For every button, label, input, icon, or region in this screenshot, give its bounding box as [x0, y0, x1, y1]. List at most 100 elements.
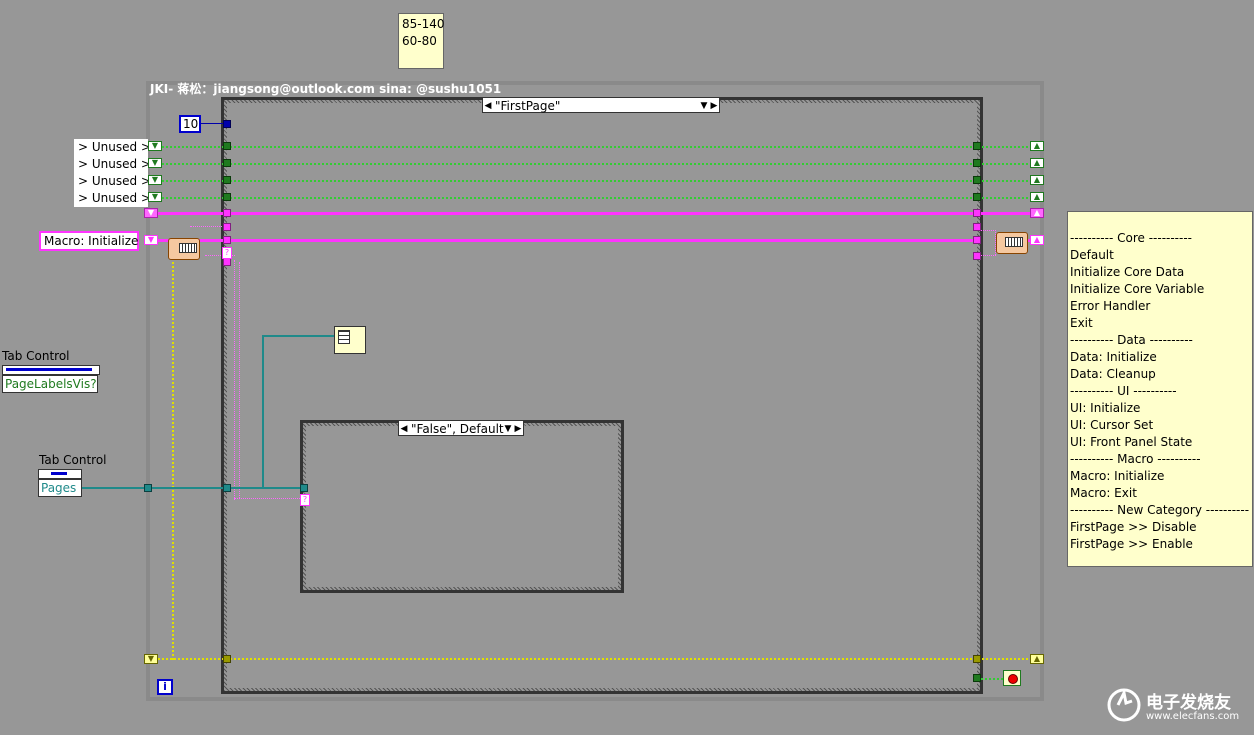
- pink-dotted-wire-e[interactable]: [234, 498, 304, 499]
- unused-label-1: > Unused >: [74, 139, 151, 156]
- iteration-terminal-icon[interactable]: i: [157, 679, 173, 695]
- inner-increment-arrow-icon[interactable]: ▶: [514, 424, 522, 434]
- dropdown-arrow-icon[interactable]: ▼: [700, 101, 708, 111]
- tunnel-left-error[interactable]: [223, 209, 231, 217]
- teal-wire-pages[interactable]: [82, 487, 304, 489]
- outer-case-structure[interactable]: [221, 97, 983, 694]
- tunnel-left-yellow[interactable]: [223, 655, 231, 663]
- comment-line-2: 60-80: [402, 34, 437, 48]
- tunnel-left-macro[interactable]: [223, 236, 231, 244]
- state-list-item: Exit: [1070, 316, 1093, 330]
- comment-line-1: 85-140: [402, 17, 445, 31]
- tunnel-right-stop[interactable]: [973, 674, 981, 682]
- state-list-item: FirstPage >> Enable: [1070, 537, 1193, 551]
- state-list-item: ---------- New Category ----------: [1070, 503, 1250, 517]
- tunnel-right-green-4[interactable]: [973, 193, 981, 201]
- shift-register-left-4[interactable]: ▼: [148, 192, 162, 202]
- case-selector-terminal[interactable]: ?: [222, 247, 232, 259]
- shift-register-right-macro[interactable]: ▲: [1030, 235, 1044, 245]
- yellow-wire-vertical[interactable]: [172, 250, 174, 660]
- inner-case-selector-label: "False", Default: [411, 422, 504, 436]
- tunnel-right-pink-a[interactable]: [973, 223, 981, 231]
- state-list-item: Error Handler: [1070, 299, 1151, 313]
- green-wire-stop[interactable]: [981, 678, 1003, 680]
- pink-dotted-wire-d[interactable]: [239, 262, 240, 498]
- state-list-item: UI: Cursor Set: [1070, 418, 1154, 432]
- tunnel-left-green-3[interactable]: [223, 176, 231, 184]
- tunnel-left-pages[interactable]: [223, 484, 231, 492]
- tunnel-left-green-2[interactable]: [223, 159, 231, 167]
- parse-state-queue-subvi-icon[interactable]: [996, 232, 1028, 254]
- inner-case-error-terminal[interactable]: ?: [300, 494, 310, 506]
- increment-arrow-icon[interactable]: ▶: [710, 101, 718, 111]
- pink-dotted-wire-c[interactable]: [234, 260, 235, 500]
- blue-wire-constant[interactable]: [200, 123, 224, 124]
- state-list-item: ---------- Macro ----------: [1070, 452, 1201, 466]
- pink-dotted-wire-b[interactable]: [205, 255, 235, 256]
- outer-case-selector-label: "FirstPage": [495, 99, 561, 113]
- shift-register-right-yellow[interactable]: ▲: [1030, 654, 1044, 664]
- array-subvi-icon[interactable]: [334, 326, 366, 354]
- outer-case-selector[interactable]: ◀ "FirstPage" ▼ ▶: [482, 97, 720, 113]
- pink-dotted-wire-h[interactable]: [995, 230, 996, 255]
- elecfans-logo-icon: [1104, 683, 1144, 723]
- yellow-wire-bottom[interactable]: [158, 658, 1032, 660]
- add-state-to-queue-subvi-icon[interactable]: [168, 238, 200, 260]
- tunnel-left-green-4[interactable]: [223, 193, 231, 201]
- tunnel-right-error[interactable]: [973, 209, 981, 217]
- numeric-constant-10[interactable]: 10: [179, 115, 201, 133]
- shift-register-right-1[interactable]: ▲: [1030, 141, 1044, 151]
- decrement-arrow-icon[interactable]: ◀: [484, 101, 492, 111]
- pink-dotted-wire-f[interactable]: [980, 230, 996, 231]
- shift-register-left-error[interactable]: ▼: [144, 208, 158, 218]
- tunnel-left-green-1[interactable]: [223, 142, 231, 150]
- tunnel-left-constant[interactable]: [223, 120, 231, 128]
- tunnel-loop-pages[interactable]: [144, 484, 152, 492]
- while-loop[interactable]: [146, 81, 1044, 701]
- tab-control-caption-2: Tab Control: [39, 453, 107, 467]
- shift-register-left-yellow[interactable]: ▼: [144, 654, 158, 664]
- inner-dropdown-arrow-icon[interactable]: ▼: [504, 424, 512, 434]
- macro-initialize-constant[interactable]: Macro: Initialize: [39, 231, 139, 251]
- pages-property[interactable]: Pages: [38, 479, 82, 497]
- shift-register-left-3[interactable]: ▼: [148, 175, 162, 185]
- tunnel-right-pink-b[interactable]: [973, 252, 981, 260]
- tunnel-left-pink-b[interactable]: [223, 258, 231, 266]
- inner-case-selector[interactable]: ◀ "False", Default ▼ ▶: [398, 420, 524, 436]
- inner-decrement-arrow-icon[interactable]: ◀: [400, 424, 408, 434]
- green-wire-2[interactable]: [158, 163, 1032, 165]
- pink-wire-macro-out[interactable]: [1024, 239, 1032, 242]
- shift-register-right-2[interactable]: ▲: [1030, 158, 1044, 168]
- pink-dotted-wire-g[interactable]: [980, 255, 996, 256]
- tunnel-right-macro[interactable]: [973, 236, 981, 244]
- shift-register-right-3[interactable]: ▲: [1030, 175, 1044, 185]
- shift-register-left-2[interactable]: ▼: [148, 158, 162, 168]
- state-list-item: UI: Front Panel State: [1070, 435, 1193, 449]
- green-wire-1[interactable]: [158, 146, 1032, 148]
- pink-wire-macro[interactable]: [198, 239, 973, 242]
- teal-wire-to-array[interactable]: [262, 335, 334, 337]
- green-wire-4[interactable]: [158, 197, 1032, 199]
- state-list-item: UI: Initialize: [1070, 401, 1141, 415]
- shift-register-left-1[interactable]: ▼: [148, 141, 162, 151]
- tunnel-right-green-2[interactable]: [973, 159, 981, 167]
- tab-control-caption-1: Tab Control: [2, 349, 70, 363]
- inner-case-structure[interactable]: [300, 420, 624, 593]
- pink-dotted-wire-a[interactable]: [190, 226, 230, 227]
- green-wire-3[interactable]: [158, 180, 1032, 182]
- teal-wire-vertical[interactable]: [262, 335, 264, 488]
- shift-register-left-macro[interactable]: ▼: [144, 235, 158, 245]
- tunnel-right-green-3[interactable]: [973, 176, 981, 184]
- tunnel-right-yellow[interactable]: [973, 655, 981, 663]
- tunnel-left-pink-a[interactable]: [223, 223, 231, 231]
- page-labels-vis-property[interactable]: PageLabelsVis?: [2, 375, 98, 393]
- stop-condition-icon[interactable]: [1003, 670, 1021, 686]
- state-list-item: Initialize Core Variable: [1070, 282, 1205, 296]
- shift-register-right-4[interactable]: ▲: [1030, 192, 1044, 202]
- pink-wire-error[interactable]: [158, 212, 1032, 215]
- tunnel-right-green-1[interactable]: [973, 142, 981, 150]
- state-list-item: FirstPage >> Disable: [1070, 520, 1197, 534]
- shift-register-right-error[interactable]: ▲: [1030, 208, 1044, 218]
- inner-case-selector-terminal[interactable]: [300, 484, 308, 492]
- state-list-item: ---------- Core ----------: [1070, 231, 1193, 245]
